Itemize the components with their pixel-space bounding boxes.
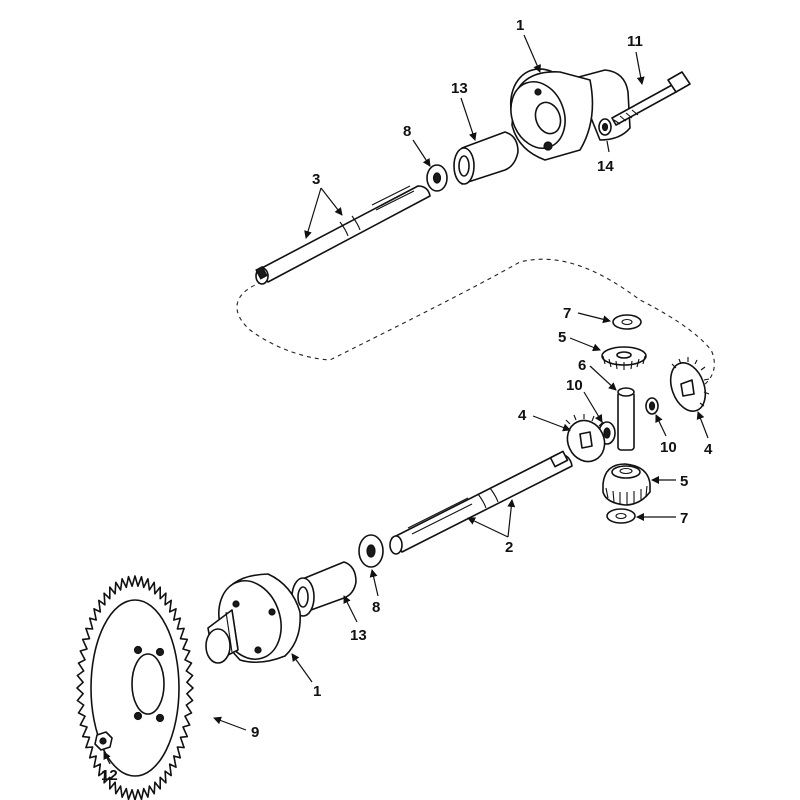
callout-13-upper: 13 xyxy=(451,80,468,97)
callout-5-bottom: 5 xyxy=(680,473,688,490)
callout-4-left: 4 xyxy=(518,407,527,424)
callout-9: 9 xyxy=(251,724,259,741)
assembly-boundary-dashed xyxy=(236,258,715,389)
thrust-washer-right-part-10 xyxy=(645,397,659,415)
lower-spacer-tube-part-13 xyxy=(291,561,357,617)
callout-10-right: 10 xyxy=(660,439,677,456)
callout-7-top: 7 xyxy=(563,305,571,322)
upper-axle-shaft-part-3 xyxy=(255,185,431,285)
callout-8-lower: 8 xyxy=(372,599,380,616)
callout-2: 2 xyxy=(505,539,513,556)
callout-14: 14 xyxy=(597,158,614,175)
callout-10-left: 10 xyxy=(566,377,583,394)
top-washer-part-7 xyxy=(612,314,642,330)
lock-washer-part-14 xyxy=(598,118,612,136)
callout-6: 6 xyxy=(578,357,586,374)
callout-5-top: 5 xyxy=(558,329,566,346)
lower-thrust-washer-part-8 xyxy=(358,534,384,568)
callout-13-lower: 13 xyxy=(350,627,367,644)
bottom-side-gear-part-5 xyxy=(602,463,651,506)
callout-4-right: 4 xyxy=(704,441,713,458)
nut-part-12 xyxy=(94,731,113,751)
sprocket-part-9 xyxy=(76,575,194,800)
callout-8-upper: 8 xyxy=(403,123,411,140)
upper-spacer-tube-part-13 xyxy=(453,131,519,185)
bottom-washer-part-7 xyxy=(606,508,636,524)
callout-1-lower: 1 xyxy=(313,683,321,700)
lower-axle-shaft-part-2 xyxy=(389,450,573,555)
callout-12: 12 xyxy=(101,767,118,784)
bolt-part-11 xyxy=(611,71,691,126)
cross-pin-part-6 xyxy=(617,387,635,451)
callout-11: 11 xyxy=(627,33,643,50)
pinion-gear-left-part-4 xyxy=(565,414,606,463)
lower-housing-part-1 xyxy=(205,573,302,664)
pinion-gear-right-part-4 xyxy=(669,357,710,412)
upper-housing-part-1 xyxy=(510,68,631,161)
upper-thrust-washer-part-8 xyxy=(426,164,448,192)
callout-7-bottom: 7 xyxy=(680,510,688,527)
top-side-gear-part-5 xyxy=(601,346,647,370)
callout-1-upper: 1 xyxy=(516,17,524,34)
callout-3: 3 xyxy=(312,171,320,188)
